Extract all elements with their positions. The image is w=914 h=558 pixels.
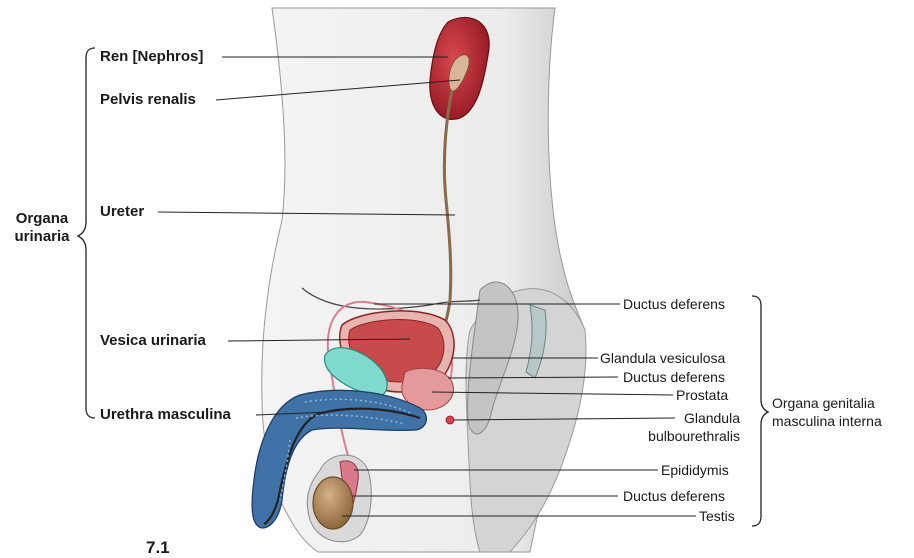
genital-brace [752,296,768,526]
figure-number: 7.1 [146,538,170,558]
genital-group-label: Organa genitalia masculina interna [772,394,882,430]
label-ureter: Ureter [100,203,144,221]
label-bulbo-line1: Glandula [630,409,740,427]
urinary-brace [78,48,95,418]
label-glandula-bulbourethralis: Glandula bulbourethralis [630,409,740,445]
label-ductus-deferens-1: Ductus deferens [623,295,725,313]
label-testis: Testis [699,507,735,525]
label-ductus-deferens-2: Ductus deferens [623,368,725,386]
bulbourethral-gland [446,416,454,424]
label-glandula-vesiculosa: Glandula vesiculosa [600,349,725,367]
label-pelvis-renalis: Pelvis renalis [100,91,196,109]
label-vesica-urinaria: Vesica urinaria [100,332,206,350]
urinary-group-label: Organa urinaria [10,210,74,246]
label-bulbo-line2: bulbourethralis [630,427,740,445]
genital-group-line1: Organa genitalia [772,394,882,412]
label-ren: Ren [Nephros] [100,48,203,66]
urinary-group-line2: urinaria [10,228,74,246]
label-prostata: Prostata [676,386,728,404]
label-epididymis: Epididymis [661,461,729,479]
label-urethra-masculina: Urethra masculina [100,406,231,424]
testis [313,477,353,529]
genital-group-line2: masculina interna [772,412,882,430]
urinary-group-line1: Organa [10,210,74,228]
label-ductus-deferens-3: Ductus deferens [623,487,725,505]
